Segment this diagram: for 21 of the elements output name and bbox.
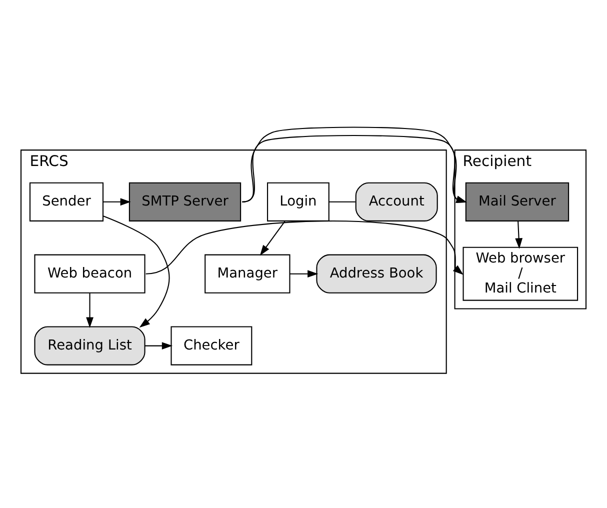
arrow bbox=[144, 342, 172, 349]
node-box: Sender bbox=[29, 182, 104, 221]
arrow bbox=[260, 220, 286, 256]
node-box: Account bbox=[355, 182, 438, 221]
connector bbox=[328, 200, 356, 202]
node-box: Checker bbox=[170, 326, 252, 365]
arrow bbox=[103, 215, 170, 328]
arrow bbox=[242, 126, 467, 202]
node-box: Login bbox=[267, 182, 330, 221]
node-box: Address Book bbox=[316, 254, 437, 293]
node-box: Reading List bbox=[34, 326, 146, 365]
arrow bbox=[146, 220, 464, 274]
node-box: Mail Server bbox=[465, 182, 570, 221]
node-box: SMTP Server bbox=[128, 182, 242, 221]
node-box: Manager bbox=[204, 254, 290, 293]
arrow bbox=[86, 292, 94, 328]
node-box: Web browser / Mail Clinet bbox=[462, 246, 578, 300]
arrow bbox=[103, 198, 131, 206]
node-box: Web beacon bbox=[34, 254, 146, 293]
arrow bbox=[290, 270, 318, 278]
arrow bbox=[515, 220, 523, 248]
